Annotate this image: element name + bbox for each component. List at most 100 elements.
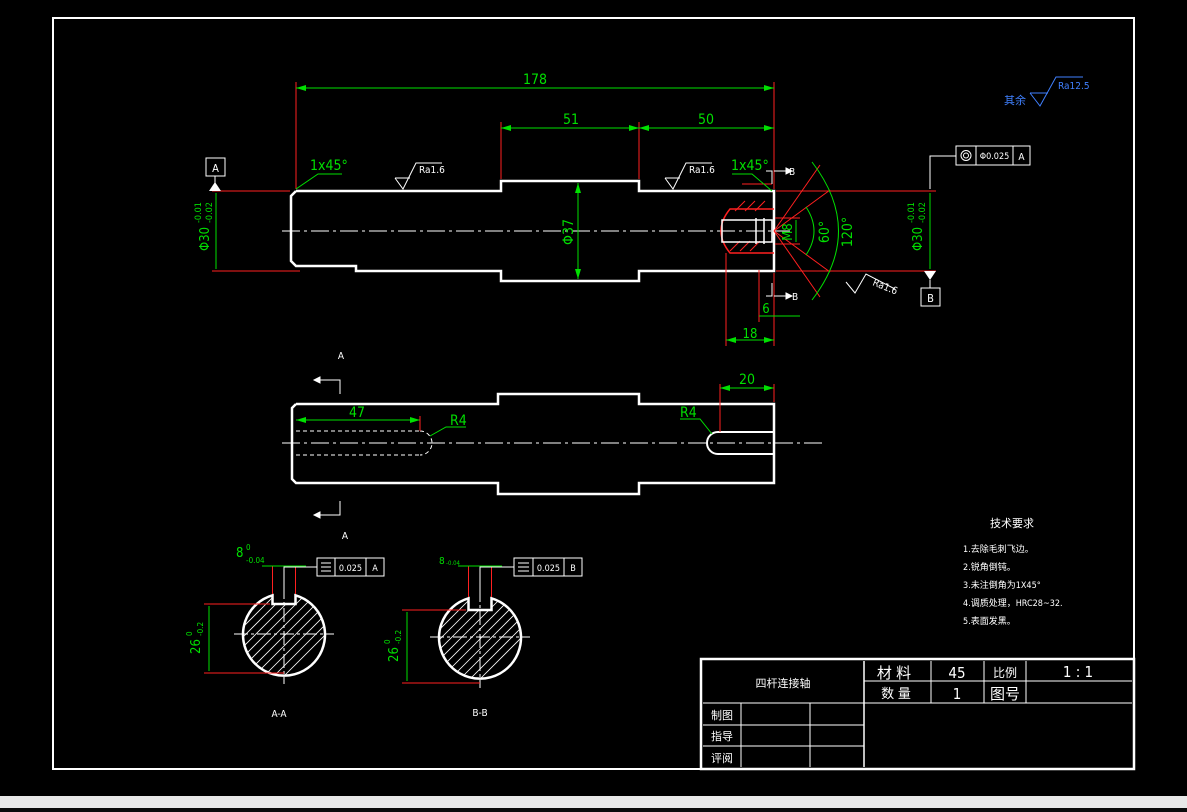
section-b-marker <box>766 167 794 300</box>
datum-b-marker: B <box>920 271 941 307</box>
dimension-arrows <box>296 85 774 343</box>
keyway-shaft-outline <box>290 392 776 496</box>
remaining-roughness-note: 其余 Ra12.5 <box>1004 76 1090 107</box>
svg-text:-0.04: -0.04 <box>246 556 265 565</box>
tech-item: 1.去除毛刺飞边。 <box>963 543 1034 555</box>
tech-item: 3.未注倒角为1X45° <box>963 579 1041 591</box>
svg-text:Ra12.5: Ra12.5 <box>1058 81 1090 92</box>
svg-text:-0.2: -0.2 <box>394 630 403 644</box>
svg-text:8: 8 <box>236 546 243 561</box>
tech-item: 2.锐角倒钝。 <box>963 561 1016 573</box>
svg-text:0: 0 <box>246 543 251 552</box>
svg-text:-0.04: -0.04 <box>446 560 461 567</box>
row-drafted: 制图 <box>711 709 733 722</box>
dim-right-length: 50 <box>698 112 714 128</box>
sheet-frame <box>52 17 1135 770</box>
dim-overall: 178 <box>523 72 547 88</box>
row-advisor: 指导 <box>711 729 733 743</box>
tech-title: 技术要求 <box>990 517 1034 530</box>
svg-text:0: 0 <box>383 639 392 644</box>
main-view: 178 51 50 1x45° 1x45° Φ37 M8 60° 120° 6 … <box>194 72 1031 346</box>
svg-text:0: 0 <box>185 631 194 636</box>
drawing-number-label: 图号 <box>990 685 1020 703</box>
material-label: 材 料 <box>877 664 911 682</box>
dim-radius-right: R4 <box>680 405 697 421</box>
aa-depth-dim: 26 0 -0.2 <box>185 622 205 654</box>
bb-width-dim: 8 -0.04 <box>439 556 461 567</box>
svg-text:0.025: 0.025 <box>537 564 560 574</box>
technical-requirements: 技术要求 1.去除毛刺飞边。 2.锐角倒钝。 3.未注倒角为1X45° 4.调质… <box>963 517 1063 627</box>
right-keyway-slot <box>706 431 774 455</box>
svg-text:Ra1.6: Ra1.6 <box>871 278 899 298</box>
dim-angle-60: 60° <box>817 221 833 243</box>
tech-item: 5.表面发黑。 <box>963 615 1016 627</box>
svg-text:8: 8 <box>439 556 445 567</box>
svg-text:Φ30: Φ30 <box>911 227 926 251</box>
roughness-symbol: Ra1.6 <box>394 162 445 190</box>
svg-text:A: A <box>1018 152 1025 163</box>
section-a-label-top: A <box>338 351 345 362</box>
section-bb: 8 -0.04 26 0 -0.2 0.025 B B-B <box>383 556 583 719</box>
scale-value: 1 : 1 <box>1063 663 1093 681</box>
dim-thread: M8 <box>781 223 796 241</box>
dim-radius-left: R4 <box>450 413 467 429</box>
quantity-label: 数 量 <box>881 687 911 702</box>
svg-text:其余: 其余 <box>1004 93 1026 107</box>
chamfer-left-label: 1x45° <box>310 158 348 174</box>
svg-text:B: B <box>570 564 576 574</box>
shaft-outline <box>289 179 776 283</box>
svg-text:Ra1.6: Ra1.6 <box>689 165 715 176</box>
dim-depth-18: 18 <box>743 327 758 342</box>
bb-depth-dim: 26 0 -0.2 <box>383 630 403 662</box>
chamfer-right-label: 1x45° <box>731 158 769 174</box>
bb-title: B-B <box>472 708 487 719</box>
svg-text:26: 26 <box>387 647 402 662</box>
roughness-symbol: Ra1.6 <box>845 273 899 298</box>
dimension-lines <box>215 87 931 341</box>
svg-text:B: B <box>927 292 934 305</box>
section-a-marker <box>312 376 341 519</box>
svg-text:26: 26 <box>189 639 204 654</box>
section-b-label-top: B <box>789 167 795 178</box>
roughness-symbol: Ra1.6 <box>664 162 715 190</box>
section-a-label-bottom: A <box>342 531 349 542</box>
section-b-label-bottom: B <box>792 292 798 303</box>
svg-text:-0.01: -0.01 <box>194 202 204 223</box>
svg-text:-0.02: -0.02 <box>205 202 215 223</box>
title-block: 四杆连接轴 材 料 45 比例 1 : 1 数 量 1 图号 制图 指导 评阅 <box>699 657 1136 771</box>
threaded-hole <box>720 200 774 254</box>
part-name: 四杆连接轴 <box>756 676 811 690</box>
tech-item: 4.调质处理，HRC28~32. <box>963 597 1063 609</box>
row-reviewed: 评阅 <box>711 752 733 765</box>
bb-tolerance-frame: 0.025 B <box>479 557 583 596</box>
dim-diameter-mid: Φ37 <box>561 219 577 245</box>
aa-tolerance-frame: 0.025 A <box>283 557 385 593</box>
svg-text:0.025: 0.025 <box>339 564 362 574</box>
aa-width-dim: 8 0 -0.04 <box>236 543 265 565</box>
svg-text:-0.02: -0.02 <box>918 202 928 223</box>
dim-diameter-left: Φ30 -0.01 -0.02 <box>194 202 215 251</box>
tolerance-frame-runout: Φ0.025 A <box>929 145 1031 189</box>
section-aa: 8 0 -0.04 26 0 -0.2 0.025 A A-A <box>185 543 385 720</box>
dim-angle-120: 120° <box>840 217 856 247</box>
dim-depth-6: 6 <box>762 302 769 317</box>
scale-label: 比例 <box>993 666 1017 680</box>
datum-a-marker: A <box>205 157 226 191</box>
material-value: 45 <box>948 664 965 682</box>
dim-diameter-right: Φ30 -0.01 -0.02 <box>907 202 928 251</box>
svg-text:A: A <box>372 564 378 574</box>
extension-lines <box>212 82 936 346</box>
svg-text:Ra1.6: Ra1.6 <box>419 165 445 176</box>
keyway-view: 47 R4 R4 20 A A <box>282 351 826 542</box>
dim-mid-length: 51 <box>563 112 579 128</box>
dim-keyway-47: 47 <box>349 405 365 421</box>
svg-text:A: A <box>212 162 219 175</box>
aa-title: A-A <box>271 709 287 720</box>
status-strip <box>0 796 1187 808</box>
svg-text:-0.01: -0.01 <box>907 202 917 223</box>
svg-text:Φ0.025: Φ0.025 <box>980 152 1010 162</box>
quantity-value: 1 <box>953 685 962 703</box>
svg-text:-0.2: -0.2 <box>196 622 205 636</box>
